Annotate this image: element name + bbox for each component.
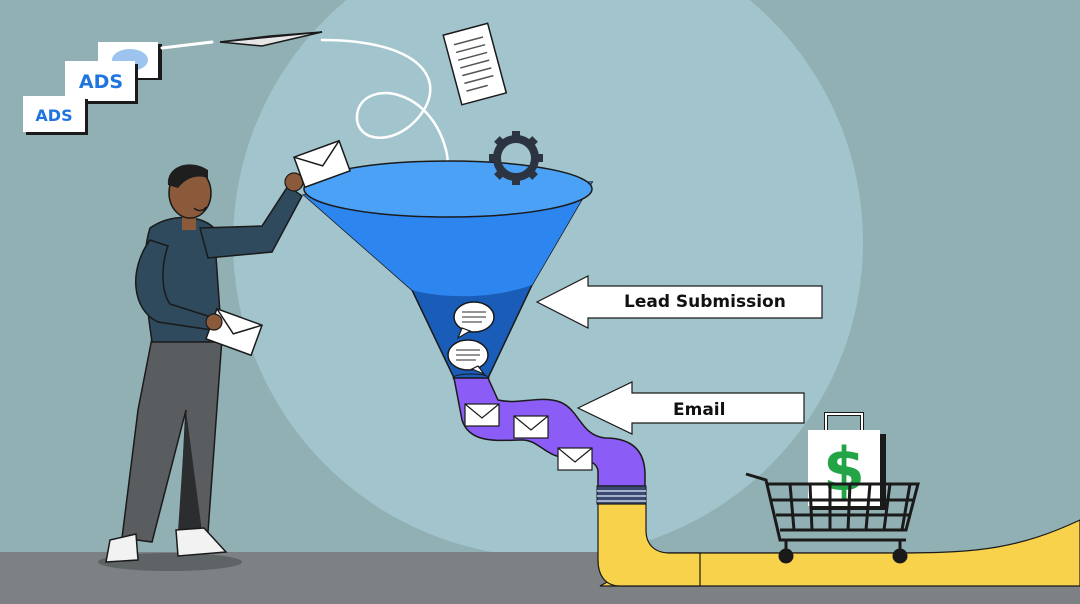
email-label: Email: [673, 400, 726, 420]
ads-cards: [23, 42, 162, 135]
lead-submission-label: Lead Submission: [624, 292, 786, 312]
ads-card-middle: ADS: [78, 71, 124, 93]
shopping-cart-icon: [745, 472, 920, 564]
envelope-icon: [557, 447, 593, 471]
envelope-icon: [293, 139, 351, 189]
chat-bubble-icon: [453, 301, 495, 340]
email-arrow: [576, 381, 805, 435]
ads-card-front: ADS: [35, 106, 73, 125]
paper-plane-icon: [160, 31, 323, 50]
envelope-icon: [513, 415, 549, 439]
funnel: [302, 160, 594, 383]
envelope-icon: [464, 403, 500, 427]
purple-pipe: [453, 377, 646, 487]
chat-bubble-icon: [447, 339, 489, 376]
shopping-bag-dollar-icon: $: [808, 412, 886, 510]
person: [98, 164, 304, 571]
lead-submission-arrow: [535, 275, 823, 329]
document-icon: [442, 22, 508, 106]
yellow-pipe: [597, 503, 701, 587]
gear-icon: [489, 131, 543, 185]
background-circle: [233, 0, 863, 557]
pipe-connector: [596, 485, 647, 505]
